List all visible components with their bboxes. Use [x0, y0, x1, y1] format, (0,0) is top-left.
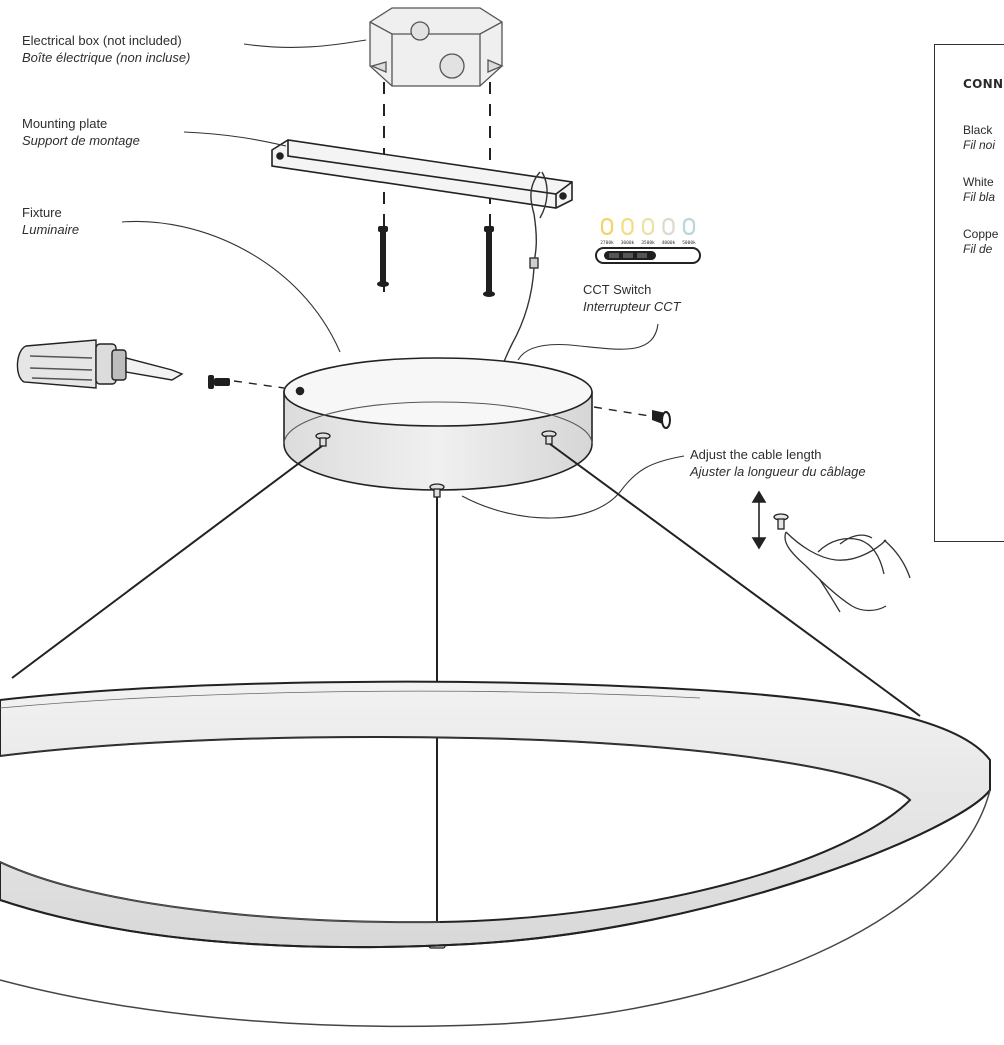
- cct-option-label: 2700k: [600, 240, 614, 246]
- wire-white: White Fil bla: [963, 175, 995, 205]
- electrical-box-label-en: Electrical box (not included): [22, 33, 182, 48]
- wire-copper-fr: Fil de: [963, 242, 993, 256]
- fixture-label: Fixture Luminaire: [22, 204, 79, 238]
- screwdriver-icon: [16, 339, 184, 389]
- cct-bulb-icon: [641, 217, 655, 236]
- led-ring-icon: [0, 680, 991, 1028]
- gripper-small-icon: [773, 513, 789, 530]
- cct-switch-label-fr: Interrupteur CCT: [583, 299, 681, 314]
- mounting-screw-icon: [377, 226, 495, 297]
- connection-panel: CONN Black Fil noi White Fil bla Coppe F…: [934, 44, 1004, 542]
- wire-copper-en: Coppe: [963, 227, 999, 241]
- fixture-label-en: Fixture: [22, 205, 62, 220]
- cct-bulb-icon: [662, 217, 675, 236]
- wire-black-fr: Fil noi: [963, 138, 996, 152]
- mounting-plate-icon: [271, 139, 573, 209]
- leader-lines: [121, 39, 685, 519]
- side-screw-icon: [208, 375, 671, 429]
- mounting-plate-label: Mounting plate Support de montage: [22, 115, 140, 149]
- cct-option-label: 4000k: [662, 240, 676, 246]
- cct-option-label: 5000k: [682, 240, 696, 246]
- cct-option-label: 3500k: [641, 240, 655, 246]
- fixture-label-fr: Luminaire: [22, 222, 80, 237]
- cct-bulb-icon: [600, 217, 614, 236]
- wire-black-en: Black: [963, 123, 993, 137]
- electrical-box-icon: [369, 7, 504, 87]
- cct-switch-icon: [595, 247, 701, 264]
- cable-length-label-en: Adjust the cable length: [690, 447, 822, 462]
- mounting-plate-label-en: Mounting plate: [22, 116, 108, 131]
- hand-icon: [784, 531, 911, 613]
- cct-switch-label: CCT Switch Interrupteur CCT: [583, 281, 681, 315]
- wire-white-fr: Fil bla: [963, 190, 996, 204]
- cable-length-label-fr: Ajuster la longueur du câblage: [690, 464, 866, 479]
- adjust-arrow-icon: [751, 490, 767, 550]
- screw-path-lines: [233, 380, 651, 417]
- cct-bulb-icon: [682, 217, 696, 236]
- cable-length-label: Adjust the cable length Ajuster la longu…: [690, 446, 866, 480]
- connection-panel-title: CONN: [963, 77, 1004, 91]
- wire-black: Black Fil noi: [963, 123, 995, 153]
- wire-copper: Coppe Fil de: [963, 227, 998, 257]
- cct-bulb-icon: [621, 217, 634, 236]
- cct-color-options: 2700k 3000k 3500k 4000k 5000k: [600, 217, 696, 246]
- mounting-plate-label-fr: Support de montage: [22, 133, 140, 148]
- electrical-box-label: Electrical box (not included) Boîte élec…: [22, 32, 190, 66]
- electrical-box-label-fr: Boîte électrique (non incluse): [22, 50, 191, 65]
- cct-switch-label-en: CCT Switch: [583, 282, 652, 297]
- fixture-canopy-icon: [283, 357, 593, 491]
- cct-option-label: 3000k: [621, 240, 635, 246]
- wire-white-en: White: [963, 175, 994, 189]
